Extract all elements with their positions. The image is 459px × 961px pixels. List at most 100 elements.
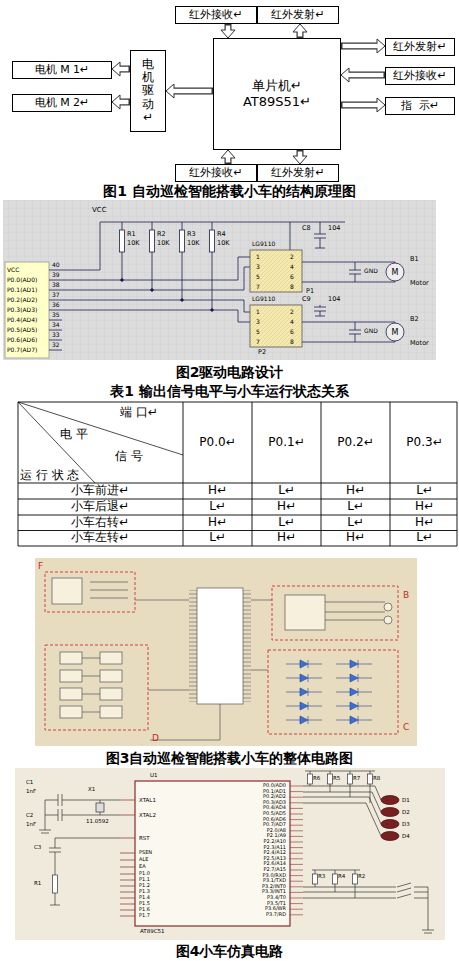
part-ref: R5: [333, 775, 340, 781]
junction: [211, 309, 214, 312]
pin-stub: [290, 825, 303, 826]
chip-name: LG9110: [252, 296, 275, 303]
pin-stub: [290, 875, 303, 876]
pin-number: 38: [52, 282, 60, 289]
part-value: Motor: [410, 340, 429, 347]
part-ref: U1: [150, 772, 158, 778]
node-text: 红外发射↵: [271, 8, 324, 21]
pin-name: PSEN: [139, 850, 152, 856]
pin-stub: [120, 815, 135, 816]
pin-name: EA: [139, 864, 146, 870]
table-title: 表1 输出信号电平与小车运行状态关系: [110, 383, 349, 399]
region-letter: C: [403, 722, 409, 732]
wire: [82, 658, 100, 712]
optocoupler-symbol: [60, 652, 122, 718]
hollow-arrow: [341, 68, 385, 82]
led-symbol: [336, 674, 372, 682]
chip-body: [135, 781, 290, 926]
part-ref: R1: [127, 231, 136, 238]
chip-body: [250, 250, 302, 292]
pin-number: 1: [256, 309, 260, 316]
node-text: 红外接收↵: [393, 69, 446, 82]
block-box: 红外接收↵: [385, 67, 455, 85]
pin-stub: [290, 842, 303, 843]
pin-stub: [120, 860, 135, 861]
pin-stub: [49, 320, 62, 350]
resistor-symbol: [308, 774, 373, 784]
pin-stub: [290, 898, 303, 899]
led-symbol: [286, 702, 322, 710]
pin-number: 5: [256, 329, 260, 336]
table-cell: 小车前进↵: [71, 484, 129, 498]
table-cell: H↵: [415, 500, 434, 514]
crystal-symbol: [96, 803, 104, 812]
pin-stub: [290, 886, 303, 887]
pin-name: P1.5: [139, 901, 150, 907]
chip-body: [197, 588, 243, 704]
node-text: AT89S51↵: [243, 94, 311, 110]
pin-name: P0.6(AD6): [7, 337, 37, 344]
table-cell: H↵: [208, 484, 227, 498]
pin-number: 3: [256, 319, 260, 326]
part-ref: R2: [358, 873, 365, 879]
motor-symbol: [384, 616, 392, 624]
arrow-inner: [119, 100, 129, 105]
pin-name: P0.4(AD4): [7, 317, 37, 324]
pin-stub: [120, 916, 135, 917]
hollow-arrow: [293, 150, 307, 164]
figure-caption: 图3自动巡检智能搭载小车的整体电路图: [106, 750, 354, 766]
pin-stubs: [120, 786, 303, 916]
pin-name: P1.0: [139, 871, 150, 877]
part-value: 1nF: [26, 788, 36, 794]
part-value: 10K: [127, 240, 140, 247]
region-outline: [45, 572, 398, 734]
resistor-symbol: [313, 874, 358, 884]
part-value: 10K: [157, 240, 170, 247]
pin-stub: [290, 909, 303, 910]
part-ref: X1: [88, 786, 95, 792]
part-ref: D2: [402, 809, 410, 815]
block-box: 红外发射↵: [257, 6, 339, 24]
table-header: P0.3↵: [406, 436, 442, 450]
motor-symbol: [386, 263, 404, 281]
junction: [181, 299, 184, 302]
node-text: 红外接收↵: [189, 166, 242, 179]
pin-name: P0.3(AD3): [7, 307, 37, 314]
pin-name: ALE: [139, 857, 148, 863]
diagonal-line: [18, 402, 183, 483]
driver-schematic: [3, 200, 436, 360]
pin-number: 8: [290, 284, 294, 291]
part-ref: B2: [410, 316, 419, 323]
pin-stub: [120, 880, 135, 881]
arrow-inner: [298, 31, 303, 37]
pin-name: XTAL2: [139, 812, 156, 818]
part-ref: B1: [410, 256, 419, 263]
pin-stub: [120, 867, 135, 868]
signal-wire: [49, 257, 250, 322]
switch-symbol: [397, 883, 434, 933]
pin-stub: [120, 886, 135, 887]
pin-stub: [290, 836, 303, 837]
pin-stub: [120, 874, 135, 875]
led-symbol: [286, 674, 322, 682]
pin-number: 6: [290, 329, 294, 336]
arrow-inner: [226, 157, 231, 163]
pin-name: P0.5(AD5): [7, 327, 37, 334]
circuit-ground: [15, 768, 445, 940]
block-box: 电机 M 1↵: [12, 61, 112, 79]
pin-stub: [290, 903, 303, 904]
table-cell: H↵: [208, 516, 227, 530]
mcu-box: 单片机↵AT89S51↵: [213, 38, 341, 150]
arrow-inner: [343, 103, 379, 108]
part-value: 1nF: [26, 821, 36, 827]
schematic-ground: [3, 200, 436, 360]
pin-name: P0.0(AD0): [7, 277, 37, 284]
pin-number: 35: [52, 312, 60, 319]
table-grid: [18, 402, 457, 546]
part-ref: R4: [217, 231, 226, 238]
junction: [121, 279, 124, 282]
pin-stub: [120, 853, 135, 854]
pin-number: 4: [290, 264, 294, 271]
pin-stubs: [189, 590, 197, 702]
